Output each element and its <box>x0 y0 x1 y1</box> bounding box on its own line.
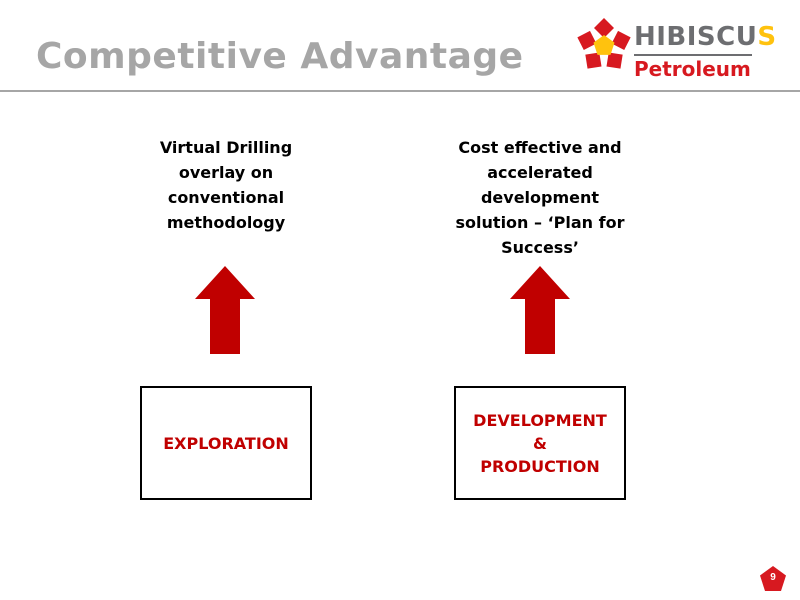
exploration-label: EXPLORATION <box>163 433 289 453</box>
page-number: 9 <box>770 572 776 583</box>
company-logo: HIBISCUS Petroleum <box>574 10 794 82</box>
logo-wordmark-part-b: S <box>757 22 777 52</box>
exploration-description: Virtual Drilling overlay on conventional… <box>150 135 302 235</box>
box-label-line: DEVELOPMENT <box>473 410 607 430</box>
logo-subtitle: Petroleum <box>634 57 751 81</box>
description-line: development <box>480 188 600 207</box>
development-production-label: DEVELOPMENT & PRODUCTION <box>473 409 607 478</box>
development-production-box: DEVELOPMENT & PRODUCTION <box>454 386 626 500</box>
description-line: overlay on <box>178 163 274 182</box>
logo-wordmark-part-a: HIBISCU <box>634 22 758 52</box>
description-line: conventional <box>167 188 285 207</box>
description-line: Virtual Drilling <box>159 138 293 157</box>
title-divider <box>0 90 800 92</box>
up-arrow-icon <box>510 266 570 354</box>
box-label-line: PRODUCTION <box>480 456 600 476</box>
page-number-badge: 9 <box>759 565 787 593</box>
description-line: Cost effective and <box>458 138 622 157</box>
description-line: accelerated <box>487 163 593 182</box>
box-label-line: & <box>533 433 547 453</box>
logo-divider <box>634 54 752 56</box>
up-arrow-icon <box>195 266 255 354</box>
development-description: Cost effective and accelerated developme… <box>448 135 632 260</box>
description-line: solution – ‘Plan for <box>455 213 625 232</box>
pentagon-badge-icon <box>760 566 786 591</box>
logo-wordmark: HIBISCUS <box>634 24 777 50</box>
hibiscus-flower-logo-icon <box>577 18 631 69</box>
slide-title: Competitive Advantage <box>36 36 524 77</box>
description-line: methodology <box>166 213 286 232</box>
exploration-box: EXPLORATION <box>140 386 312 500</box>
description-line: Success’ <box>501 238 579 257</box>
